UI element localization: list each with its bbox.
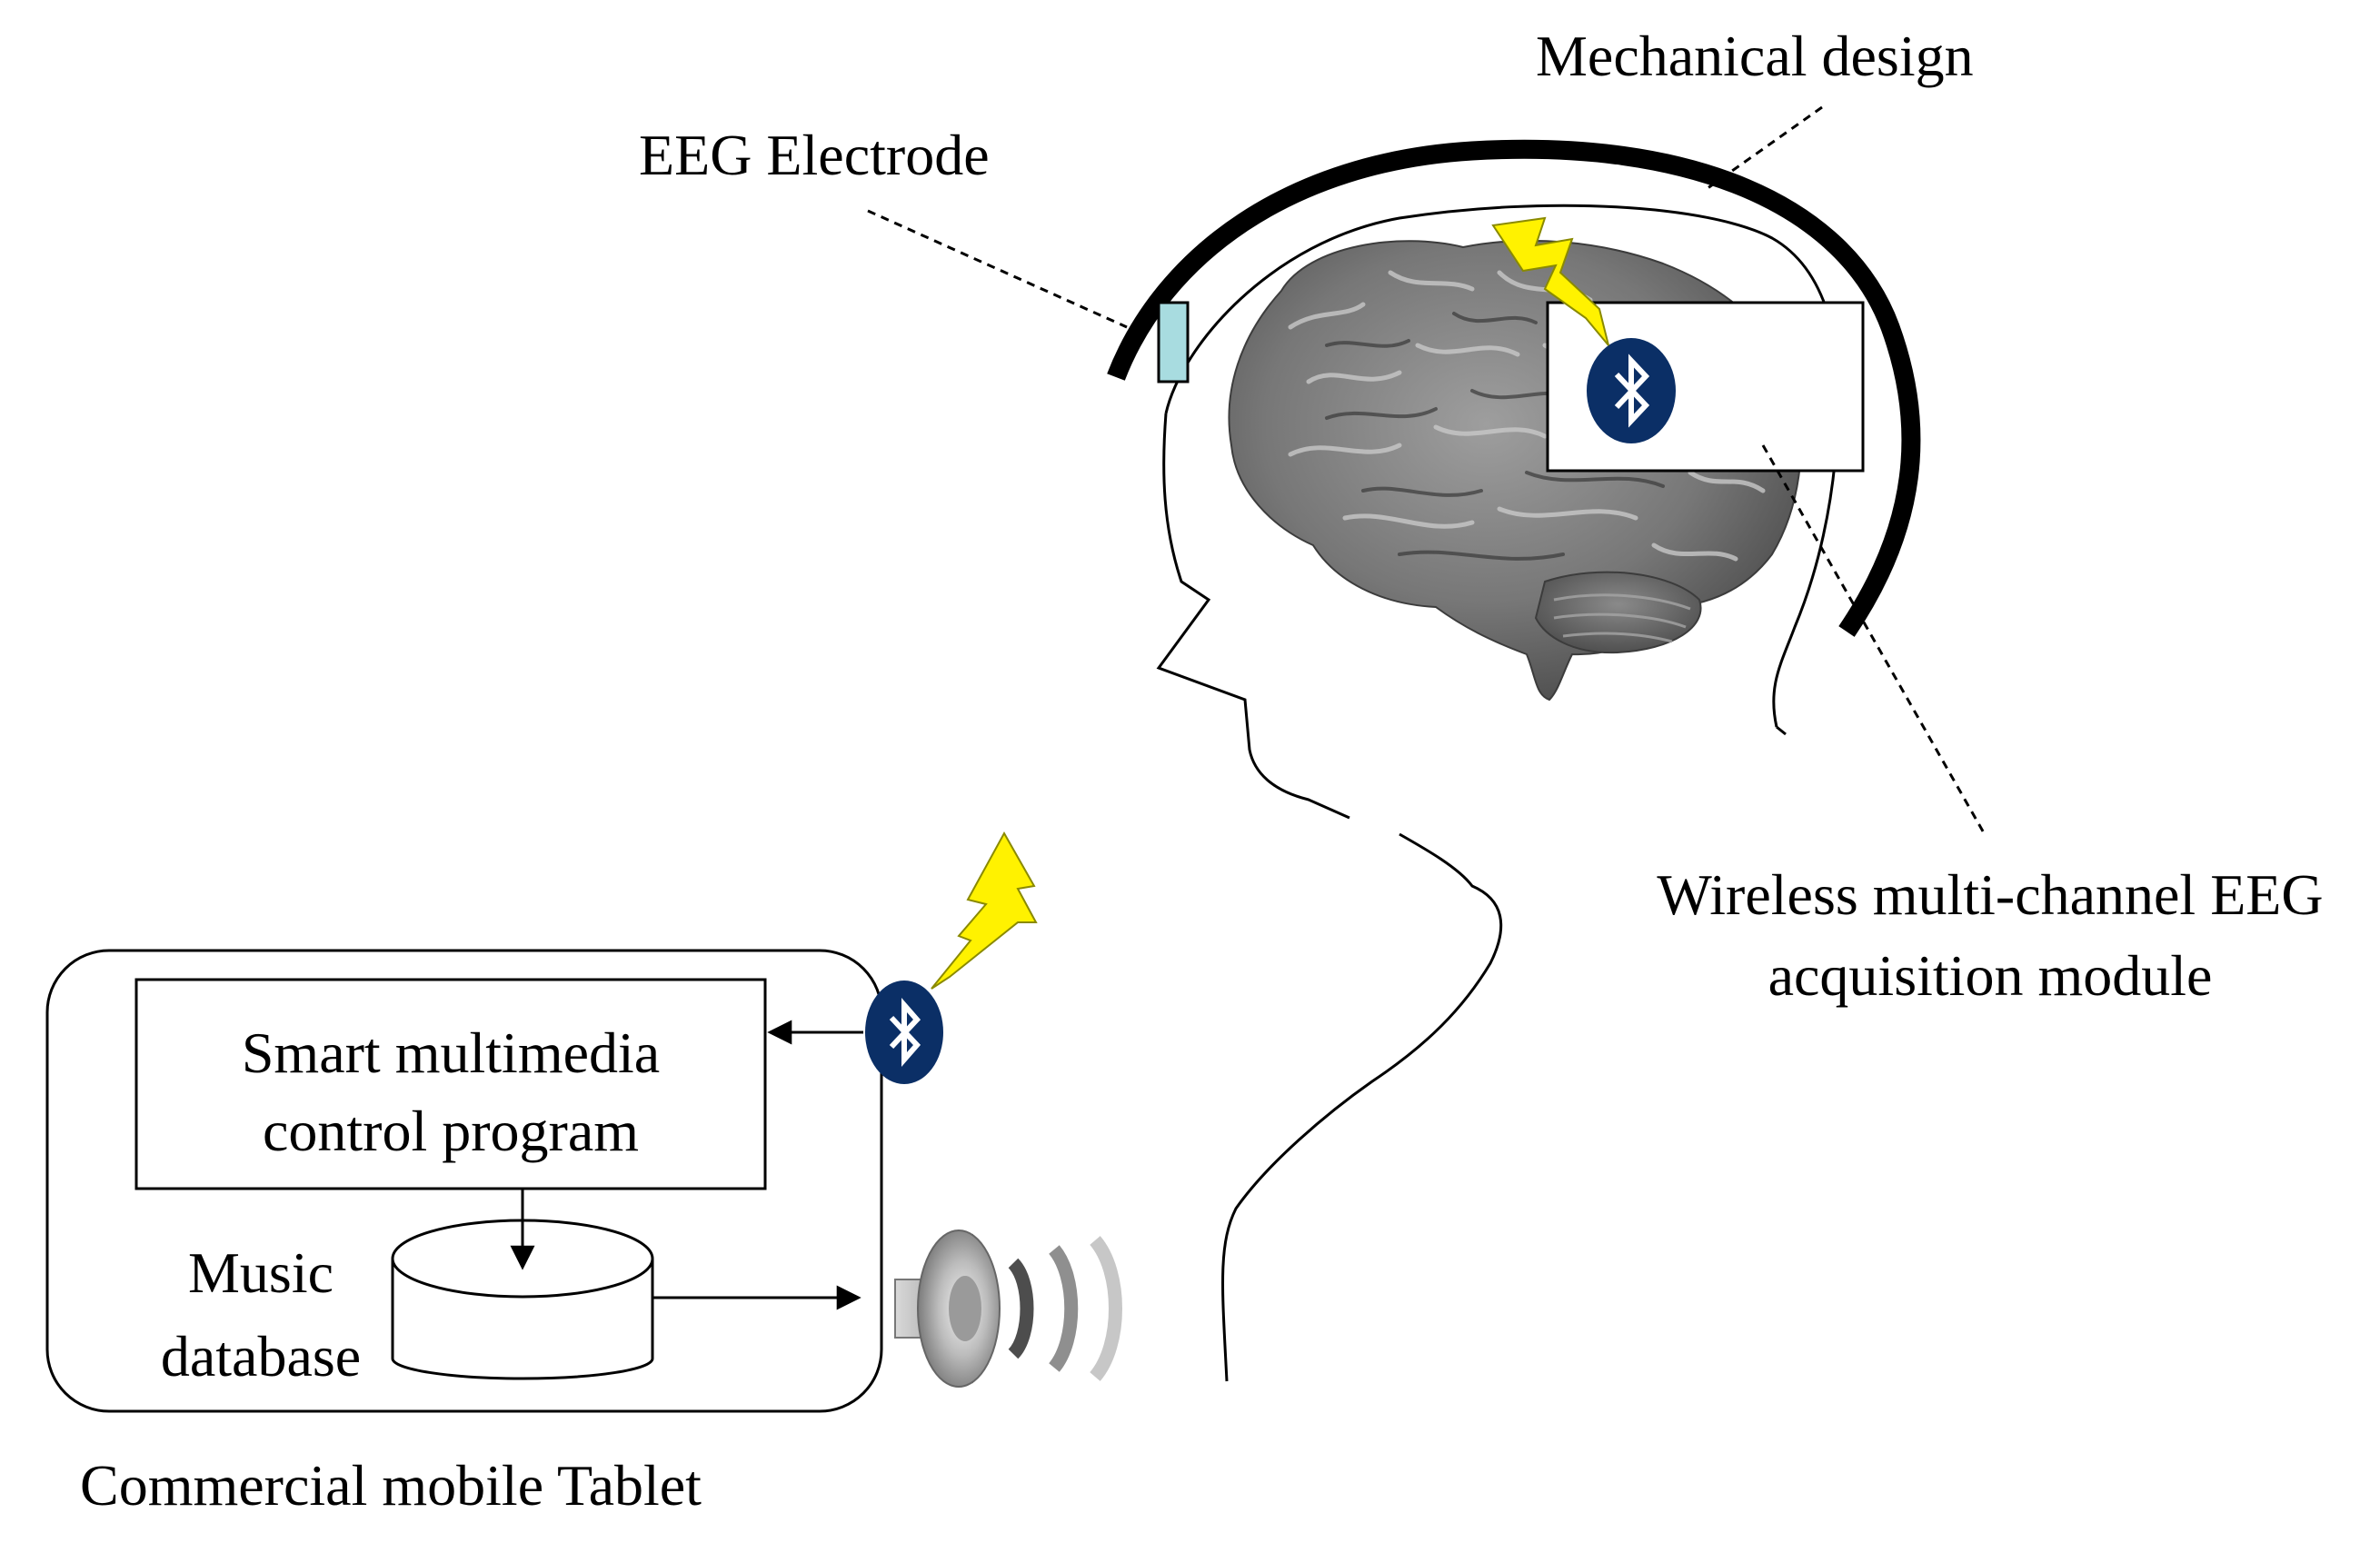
lightning-icon bbox=[931, 831, 1038, 990]
mechanical-design-label: Mechanical design bbox=[1536, 24, 1974, 88]
eeg-electrode-label: EEG Electrode bbox=[639, 123, 990, 187]
leader-mechanical-design bbox=[1703, 105, 1823, 193]
control-program-box bbox=[134, 978, 767, 1190]
music-database-label-line1: Music bbox=[188, 1240, 334, 1305]
bluetooth-icon bbox=[865, 981, 943, 1084]
head-silhouette bbox=[1156, 204, 1841, 1382]
control-program-label-line1: Smart multimedia bbox=[242, 1020, 660, 1085]
wireless-module-label-line1: Wireless multi-channel EEG bbox=[1657, 862, 2323, 927]
tablet-label: Commercial mobile Tablet bbox=[80, 1453, 702, 1518]
eeg-electrode bbox=[1157, 301, 1190, 383]
lightning-icon bbox=[1491, 216, 1609, 346]
wireless-module-label-line2: acquisition module bbox=[1768, 943, 2213, 1008]
control-program-label-line2: control program bbox=[263, 1099, 639, 1163]
leader-wireless-module bbox=[1761, 444, 1987, 837]
leader-eeg-electrode bbox=[867, 209, 1128, 329]
bluetooth-icon bbox=[1587, 338, 1676, 443]
speaker-icon bbox=[894, 1229, 1122, 1388]
music-database-label-line2: database bbox=[161, 1324, 361, 1389]
mechanical-headband-arc bbox=[1107, 139, 1921, 637]
